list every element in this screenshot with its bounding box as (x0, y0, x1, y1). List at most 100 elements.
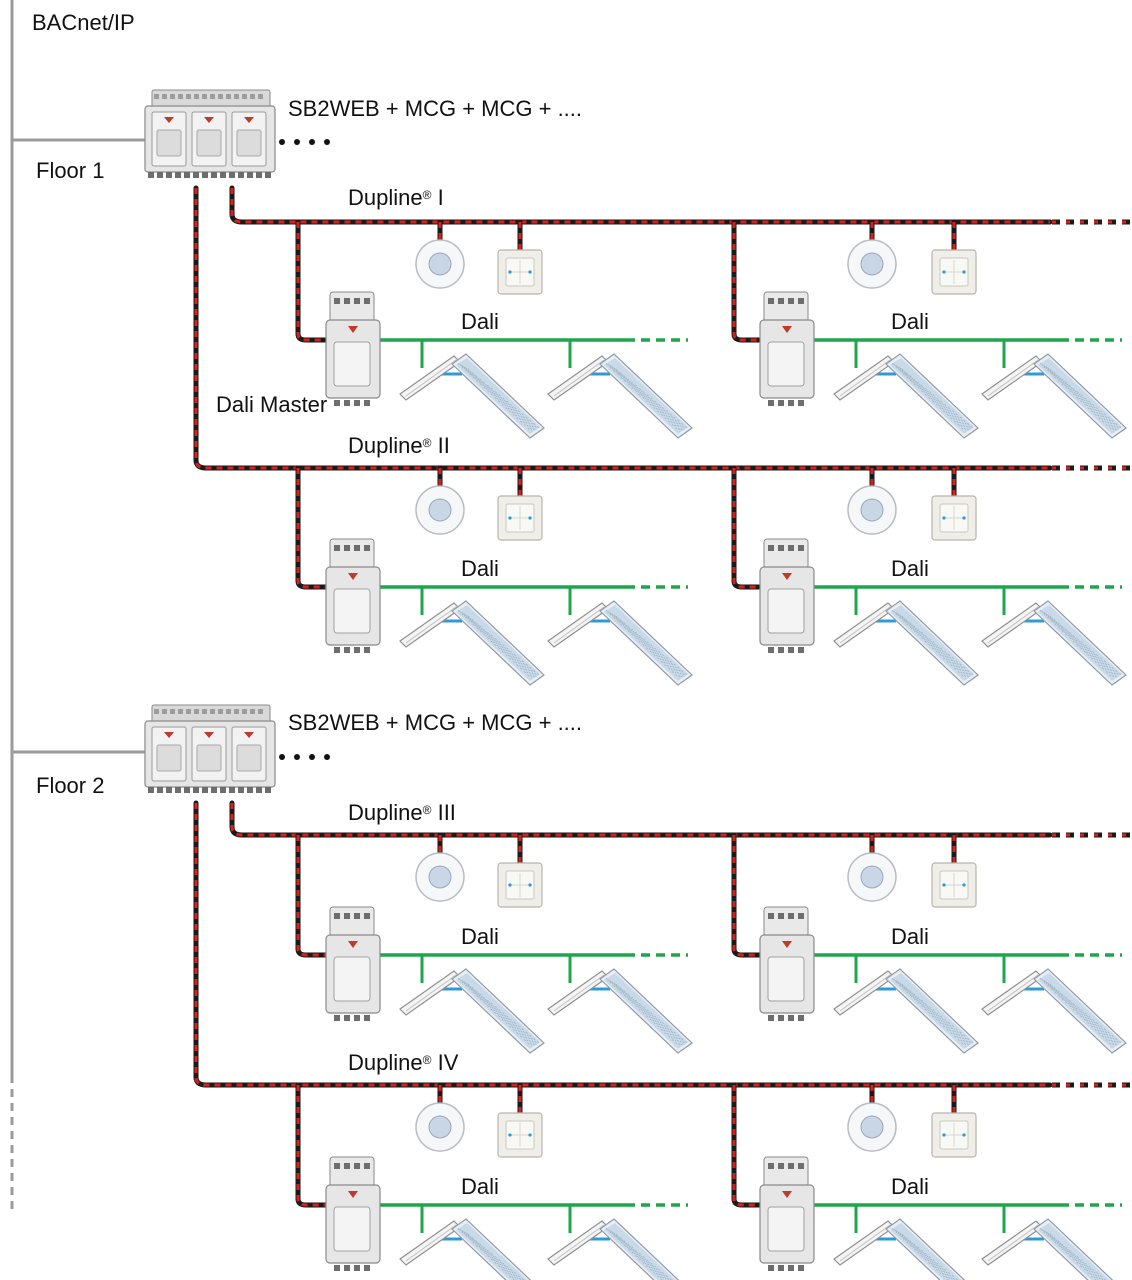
master-panel (333, 956, 371, 1002)
master-panel (333, 588, 371, 634)
driver-detail (405, 606, 457, 644)
gateway-terminal (247, 787, 253, 793)
led-luminaire-icon (599, 353, 693, 439)
luminaire-led-row (899, 367, 973, 430)
luminaire-led-row (615, 1233, 673, 1280)
switch-led (528, 883, 532, 887)
luminaire-led-row (1045, 366, 1119, 430)
led-driver-icon (399, 355, 461, 401)
dupline-cable (229, 800, 1053, 838)
gateway-logo (164, 732, 174, 738)
switch-led (962, 270, 966, 274)
led-luminaire-icon (885, 353, 979, 439)
cable-twist (296, 222, 328, 342)
wall-switch-icon (497, 862, 543, 908)
luminaire-led-row (893, 364, 968, 432)
gateway-terminal (229, 787, 235, 793)
gateway-terminal (229, 172, 235, 178)
gateway-terminal (265, 172, 271, 178)
gateway-terminal (265, 787, 271, 793)
gateway-terminal (258, 94, 263, 99)
switch-led (942, 883, 946, 887)
luminaire-led-row (461, 365, 536, 431)
ceiling-pir-sensor-icon (415, 1102, 465, 1152)
master-terminal (364, 1265, 370, 1271)
luminaire-led-row (1043, 612, 1118, 678)
driver-detail (553, 1224, 605, 1262)
registered-mark: ® (422, 188, 432, 202)
led-driver-icon (981, 355, 1043, 401)
switch-led (508, 516, 512, 520)
dupline-drop-cable (731, 1082, 765, 1208)
cable-core (731, 1082, 765, 1208)
dupline-drop-cable (731, 219, 765, 343)
luminaire-led-row (607, 1229, 665, 1280)
master-panel (333, 1206, 371, 1252)
gateway-terminal (247, 172, 253, 178)
wall-switch-icon (931, 862, 977, 908)
sensor-lens (428, 865, 452, 889)
cable-twist (732, 1085, 762, 1207)
wall-switch-icon (497, 1112, 543, 1158)
cable-core (731, 219, 765, 343)
master-terminal (344, 1015, 350, 1021)
driver-detail (405, 359, 457, 397)
gateway-terminal (210, 94, 215, 99)
led-driver-icon (399, 1220, 461, 1266)
gateway-logo (244, 117, 254, 123)
more-modules-dots (279, 754, 285, 760)
master-logo (782, 1191, 792, 1198)
master-terminal (778, 545, 784, 551)
dupline-drop-cable (295, 465, 331, 590)
master-terminal (778, 1163, 784, 1169)
master-terminal (778, 913, 784, 919)
master-top (329, 291, 375, 323)
gateway-terminal (256, 787, 262, 793)
cable-twist (230, 803, 1050, 837)
gateway-logo (244, 732, 254, 738)
cable-twist (296, 835, 328, 957)
luminaire-led-row (1047, 367, 1121, 430)
luminaire-led-row (611, 366, 685, 430)
master-terminal (364, 545, 370, 551)
dali-master-label: Dali Master (216, 392, 328, 417)
luminaire-led-row (1043, 365, 1118, 431)
driver-detail (553, 359, 605, 397)
luminaire-led-row (895, 1230, 953, 1280)
sensor-lens (860, 498, 884, 522)
luminaire-led-row (459, 611, 534, 679)
luminaire-led-row (891, 362, 966, 432)
luminaire-led-row (607, 611, 682, 679)
gateway-terminal (162, 94, 167, 99)
switch-led (528, 270, 532, 274)
luminaire-led-row (461, 980, 536, 1046)
dali-segment (814, 953, 1122, 991)
led-driver-icon (981, 1220, 1043, 1266)
din-rail-gateway-icon (144, 704, 276, 793)
gateway-terminal (154, 94, 159, 99)
master-terminal (364, 1015, 370, 1021)
master-terminal (354, 913, 360, 919)
gateway-terminal (202, 172, 208, 178)
luminaire-led-row (895, 365, 970, 431)
gateway-terminal (258, 709, 263, 714)
network-label: BACnet/IP (32, 10, 135, 35)
led-luminaire-icon (1033, 600, 1127, 686)
luminaire-led-row (461, 1230, 519, 1280)
gateway-terminal (175, 172, 181, 178)
led-luminaire-icon (451, 600, 545, 686)
dali-segment (814, 338, 1122, 376)
switch-led (508, 1133, 512, 1137)
master-terminal (354, 545, 360, 551)
gateway-label: SB2WEB + MCG + MCG + .... (288, 96, 583, 121)
master-terminal (798, 1265, 804, 1271)
luminaire-led-row (607, 979, 682, 1047)
luminaire-led-row (609, 1230, 667, 1280)
dupline-bus-label: Dupline® III (348, 802, 456, 824)
master-logo (348, 573, 358, 580)
gateway-label: SB2WEB + MCG + MCG + .... (288, 710, 583, 735)
cable-twist (296, 1085, 328, 1207)
dali-segment-label: Dali (891, 556, 929, 581)
bus-numeral: I (437, 185, 444, 210)
cable-twist (732, 468, 762, 589)
